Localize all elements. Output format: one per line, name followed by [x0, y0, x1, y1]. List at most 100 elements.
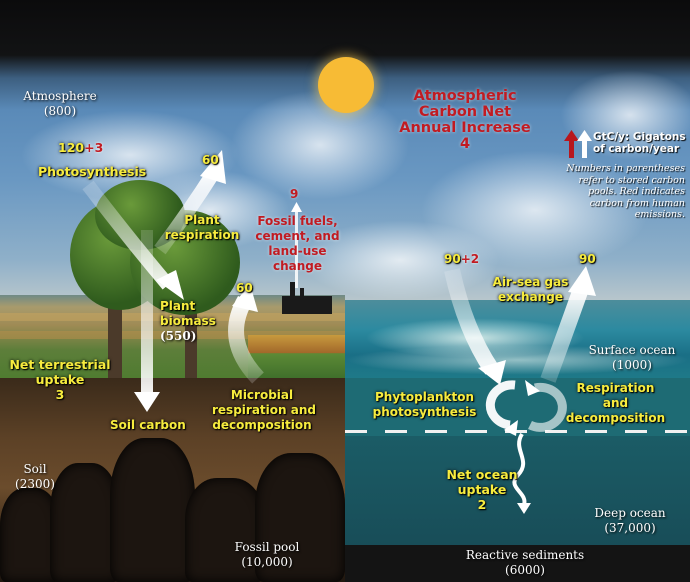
soil-carbon-label: Soil carbon — [110, 418, 186, 432]
wave-foam — [345, 345, 690, 375]
net-ocean-label-line: uptake — [457, 482, 507, 497]
fossil-fuel-label-line: land-use — [268, 244, 327, 258]
deep-ocean-pool-label: Deep ocean (37,000) — [585, 506, 675, 536]
fossil-pool-value: (10,000) — [241, 555, 293, 569]
plant-respiration-value: 60 — [202, 153, 219, 167]
fossil-fuel-flux-label: Fossil fuels, cement, and land-use chang… — [250, 214, 345, 274]
legend-note-line: pools. Red indicates — [588, 186, 685, 197]
legend-units: GtC/y: Gigatons of carbon/year — [593, 131, 686, 155]
fossil-fuel-label-line: cement, and — [255, 229, 340, 243]
reactive-sediments-pool-value: (6000) — [505, 563, 545, 577]
net-annual-increase-headline: Atmospheric Carbon Net Annual Increase 4 — [395, 88, 535, 152]
fossil-pool-name: Fossil pool — [234, 540, 300, 554]
net-ocean-uptake-arrow — [512, 432, 531, 514]
soil-pool-name: Soil — [23, 462, 47, 476]
headline-line3: Annual Increase — [399, 120, 531, 136]
photosynthesis-arrow — [82, 180, 184, 300]
ocean-respiration-label-line: decomposition — [565, 411, 666, 425]
air-sea-exchange-label: Air-sea gas exchange — [488, 275, 573, 305]
ocean-respiration-label-line: and — [602, 396, 629, 410]
net-terrestrial-uptake-label: Net terrestrial uptake 3 — [5, 357, 115, 402]
net-ocean-uptake-label: Net ocean uptake 2 — [442, 467, 522, 512]
plant-biomass-name-line: Plant — [160, 299, 196, 313]
legend-note-line: emissions. — [634, 209, 685, 220]
fossil-rock — [185, 478, 265, 582]
fossil-fuel-flux-value: 9 — [290, 187, 299, 201]
air-sea-in-human-value: +2 — [460, 252, 480, 266]
soil-pool-label: Soil (2300) — [5, 462, 65, 492]
phytoplankton-label-line: Phytoplankton — [375, 390, 474, 404]
legend-note-line: Numbers in parentheses — [566, 163, 685, 174]
legend-arrows — [564, 130, 592, 158]
net-terrestrial-label-line: Net terrestrial — [9, 357, 111, 372]
tree-trunk — [108, 290, 122, 380]
tree-trunk — [185, 300, 197, 380]
soil-layer — [0, 378, 345, 582]
air-sea-upward-value: 90 — [579, 252, 596, 266]
plant-biomass-name-line: biomass — [160, 314, 216, 328]
microbial-label-line: respiration and — [212, 403, 316, 417]
headline-line2: Carbon Net — [418, 104, 512, 120]
plant-respiration-label-line: Plant — [184, 213, 220, 227]
plant-respiration-arrow — [154, 150, 226, 255]
headline-value: 4 — [459, 136, 471, 152]
atmosphere-pool-value: (800) — [43, 104, 77, 118]
net-terrestrial-uptake-value: 3 — [55, 387, 65, 402]
air-sea-upward-arrow — [540, 266, 596, 383]
surface-ocean-pool-label: Surface ocean (1000) — [582, 343, 682, 373]
legend-note-line: carbon from human — [589, 197, 685, 209]
fossil-pool-label: Fossil pool (10,000) — [222, 540, 312, 570]
legend-units-line2: of carbon/year — [593, 143, 680, 155]
surface-ocean-water — [345, 378, 690, 438]
fossil-fuel-arrow — [291, 202, 302, 288]
cloud — [230, 90, 410, 200]
fossil-rock — [255, 453, 345, 582]
legend-note: Numbers in parentheses refer to stored c… — [540, 163, 685, 221]
surface-ocean-pool-value: (1000) — [612, 358, 652, 372]
cloud — [300, 220, 500, 300]
photosynthesis-label: Photosynthesis — [38, 164, 147, 179]
photosynthesis-flux-value: 120+3 — [58, 140, 103, 155]
photosynthesis-human-value: +3 — [84, 140, 104, 155]
legend-note-line: refer to stored carbon — [578, 174, 685, 186]
factory — [282, 296, 332, 314]
headline-line1: Atmospheric — [413, 88, 517, 104]
sun — [318, 57, 374, 113]
air-sea-in-natural-value: 90 — [444, 252, 461, 266]
microbial-label-line: decomposition — [212, 418, 312, 432]
atmosphere-pool-label: Atmosphere (800) — [15, 89, 105, 119]
plant-respiration-label: Plant respiration — [162, 213, 242, 243]
microbial-respiration-arrow — [228, 284, 264, 384]
reactive-sediments-pool-name: Reactive sediments — [465, 548, 585, 562]
microbial-respiration-label: Microbial respiration and decomposition — [212, 388, 316, 433]
microbial-label-line: Microbial — [230, 388, 294, 402]
net-terrestrial-label-line: uptake — [35, 372, 85, 387]
plant-biomass-pool-value: (550) — [160, 329, 197, 343]
ocean-respiration-label-line: Respiration — [576, 381, 655, 395]
fossil-rock — [110, 438, 195, 582]
fossil-rock — [50, 463, 120, 582]
reactive-sediments-layer — [345, 545, 690, 582]
plant-biomass-pool-label: Plant biomass (550) — [160, 299, 216, 344]
air-sea-downward-value: 90+2 — [444, 252, 479, 267]
microbial-respiration-value: 60 — [236, 281, 253, 295]
cloud — [560, 70, 690, 160]
ocean-cycle-arrows — [485, 380, 567, 436]
deep-ocean-pool-name: Deep ocean — [594, 506, 666, 520]
phytoplankton-label: Phytoplankton photosynthesis — [372, 390, 477, 420]
soil-carbon-arrow — [134, 230, 160, 412]
atmosphere-pool-name: Atmosphere — [23, 89, 97, 103]
net-ocean-label-line: Net ocean — [446, 467, 518, 482]
legend-units-line1: GtC/y: Gigatons — [593, 131, 686, 143]
field-stripe — [0, 331, 345, 339]
plant-respiration-label-line: respiration — [164, 228, 240, 242]
factory-chimney — [290, 282, 295, 298]
fossil-fuel-label-line: Fossil fuels, — [257, 214, 338, 228]
air-sea-label-line: Air-sea gas — [492, 275, 569, 289]
air-sea-downward-arrow — [444, 268, 506, 385]
grass-patch — [248, 335, 345, 380]
surface-ocean-pool-name: Surface ocean — [588, 343, 676, 357]
surface-deep-boundary-dashed-line — [345, 430, 690, 433]
